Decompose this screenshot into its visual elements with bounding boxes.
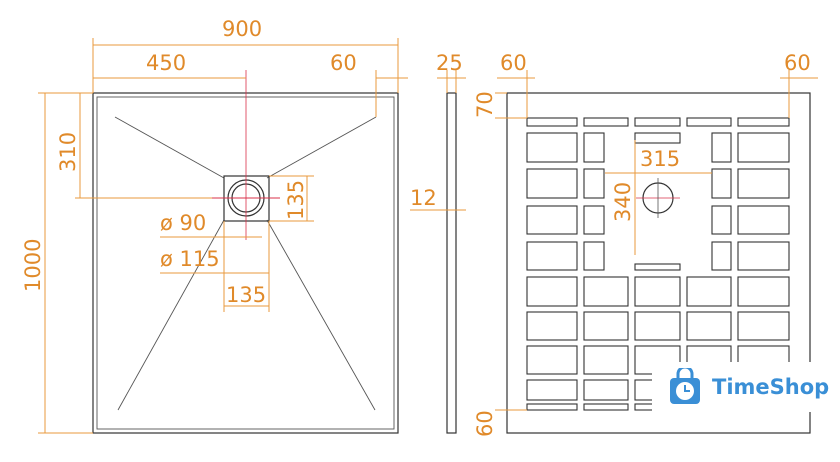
rib-cell — [686, 311, 732, 341]
dim-diameter-115: ø 115 — [160, 247, 220, 271]
rib-cell — [583, 205, 605, 235]
rib-cell — [634, 117, 681, 127]
rib-cell — [526, 403, 578, 411]
rib-cell — [526, 379, 578, 401]
rib-cell — [737, 168, 790, 199]
rib-cell — [583, 311, 629, 341]
dim-135-vertical: 135 — [284, 180, 308, 220]
dim-25: 25 — [436, 51, 463, 75]
dim-diameter-90: ø 90 — [160, 211, 206, 235]
rib-cell — [583, 276, 629, 307]
watermark-brand: TimeShop — [712, 375, 830, 399]
dim-60-top: 60 — [330, 51, 357, 75]
rib-cell — [526, 117, 578, 127]
rib-cell — [711, 132, 732, 163]
rib-cell — [526, 311, 578, 341]
dim-315: 315 — [640, 147, 680, 171]
dim-60-left: 60 — [500, 51, 527, 75]
tray-outline — [92, 92, 399, 434]
bottom-view: 60 60 70 60 315 340 — [473, 51, 818, 437]
dim-60-right: 60 — [784, 51, 811, 75]
rib-cell — [634, 311, 681, 341]
rib-cell — [711, 205, 732, 235]
rib-cell — [526, 205, 578, 235]
dim-12: 12 — [410, 186, 437, 210]
rib-cell — [526, 345, 578, 375]
dim-340: 340 — [611, 182, 635, 222]
top-view: 900 450 60 1000 310 135 ø 90 ø 115 135 — [21, 17, 408, 434]
rib-cell — [737, 205, 790, 235]
rib-cell — [583, 132, 605, 163]
rib-cell — [583, 117, 629, 127]
rib-cell — [526, 241, 578, 271]
rib-cell — [711, 168, 732, 199]
rib-cell — [634, 276, 681, 307]
rib-cell — [737, 117, 790, 127]
rib-cell — [737, 311, 790, 341]
rib-cell — [634, 132, 681, 144]
rib-cell — [686, 276, 732, 307]
rib-cell — [526, 132, 578, 163]
watermark: TimeShop — [652, 362, 840, 412]
bottom-outline — [506, 92, 811, 434]
rib-cell — [583, 379, 629, 401]
rib-cell — [686, 117, 732, 127]
rib-cell — [737, 276, 790, 307]
rib-cell — [737, 132, 790, 163]
dim-900: 900 — [222, 17, 262, 41]
rib-cell — [526, 276, 578, 307]
dim-1000: 1000 — [21, 239, 45, 292]
rib-cell — [711, 241, 732, 271]
dim-135-horizontal: 135 — [226, 283, 266, 307]
rib-cell — [583, 241, 605, 271]
rib-cell — [583, 403, 629, 411]
rib-cell — [737, 241, 790, 271]
dim-70: 70 — [473, 91, 497, 118]
rib-cell — [634, 263, 681, 271]
dim-450: 450 — [146, 51, 186, 75]
side-view: 25 12 — [410, 51, 466, 434]
rib-cell — [583, 345, 629, 375]
dim-60-bottom: 60 — [473, 410, 497, 437]
rib-cell — [583, 168, 605, 199]
side-profile — [446, 92, 457, 434]
rib-cell — [526, 168, 578, 199]
dim-310: 310 — [56, 132, 80, 172]
shopping-bag-clock-icon — [670, 368, 700, 404]
